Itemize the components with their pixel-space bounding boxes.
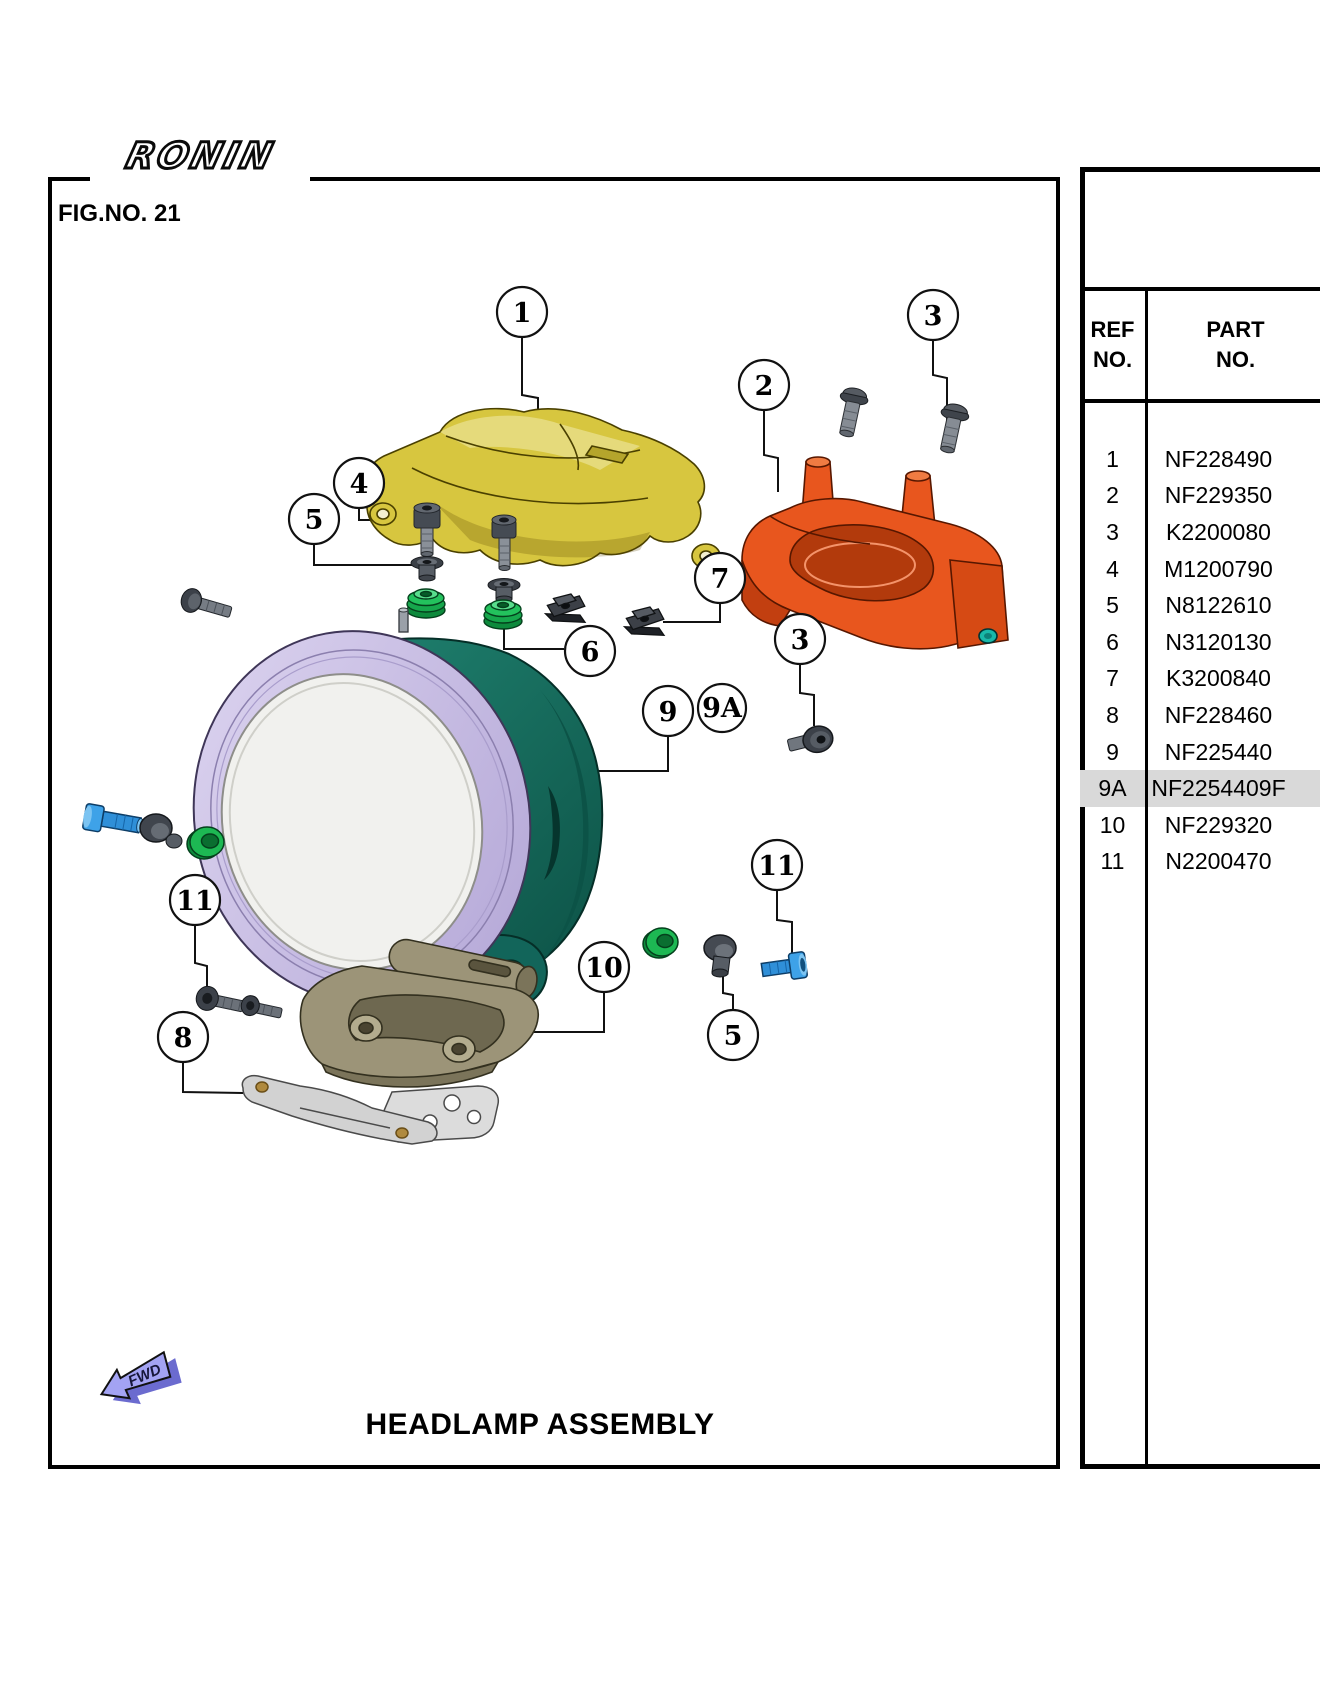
- svg-text:6: 6: [581, 637, 600, 668]
- leader-7: [663, 603, 721, 623]
- leader-3-upper: [932, 340, 948, 440]
- callout-10: 10: [577, 940, 631, 994]
- leader-9: [592, 736, 669, 772]
- part-8-base-plate: [241, 1074, 500, 1145]
- leader-6: [503, 625, 564, 650]
- leader-2: [763, 410, 779, 492]
- headlamp-lens: [220, 673, 484, 971]
- part-no-column-header: PART NO.: [1206, 317, 1265, 372]
- grommet-ring-right: [642, 927, 679, 959]
- part-3-button-screw: [787, 725, 834, 754]
- callout-3-mid: 3: [773, 612, 827, 666]
- part-2-clamp-bracket: [741, 456, 1009, 650]
- part-6-grommet-middle: [483, 599, 523, 630]
- assembly-title: HEADLAMP ASSEMBLY: [365, 1408, 715, 1441]
- svg-text:5: 5: [724, 1021, 743, 1052]
- svg-text:2: 2: [755, 371, 774, 402]
- callout-2: 2: [737, 358, 791, 412]
- leader-5-bottom: [722, 973, 734, 1010]
- svg-text:3: 3: [791, 625, 810, 656]
- part-4-socket-bolt-middle: [491, 514, 517, 571]
- part-5-flanged-collar: [410, 556, 444, 582]
- svg-text:10: 10: [585, 953, 623, 984]
- parts-table-top-cell: [1080, 167, 1320, 291]
- callouts: 1 2 3 4 5 6 7 3: [156, 285, 960, 1064]
- diagram-border-box: [48, 177, 1060, 1469]
- leader-5: [313, 544, 412, 566]
- part-11-blue-bolt-right: [760, 951, 808, 980]
- leader-11-left: [194, 925, 208, 990]
- leader-8: [182, 1063, 244, 1094]
- svg-text:5: 5: [305, 505, 324, 536]
- callout-5: 5: [287, 492, 341, 546]
- callout-11-left: 11: [168, 873, 222, 927]
- svg-text:9: 9: [659, 697, 678, 728]
- callout-9a: 9A: [696, 682, 748, 734]
- part-11-screw-b: [240, 995, 283, 1019]
- svg-text:11: 11: [758, 851, 796, 882]
- table-column-divider: [1145, 291, 1148, 1469]
- callout-6: 6: [563, 624, 617, 678]
- brand-logo-text: RONIN: [120, 134, 280, 178]
- part-3-flange-screw-a: [839, 387, 869, 438]
- brand-logo: RONIN: [90, 130, 310, 182]
- part-4-socket-bolt: [413, 502, 441, 557]
- callout-3-upper: 3: [906, 288, 960, 342]
- part-3-flange-screw-b: [940, 403, 970, 454]
- svg-text:1: 1: [513, 298, 532, 329]
- svg-text:8: 8: [174, 1023, 193, 1054]
- part-1-headlamp-top-cover: [362, 407, 721, 569]
- svg-text:9A: 9A: [702, 693, 743, 724]
- leader-3-mid: [799, 664, 815, 726]
- callout-9: 9: [641, 684, 695, 738]
- figure-number-label: FIG.NO. 21: [58, 200, 181, 227]
- leader-11-right: [776, 890, 793, 958]
- part-6-grommet: [406, 588, 446, 619]
- svg-text:11: 11: [176, 886, 214, 917]
- grommet-ring-left: [186, 826, 225, 860]
- svg-text:7: 7: [711, 564, 730, 595]
- callout-7: 7: [693, 551, 747, 605]
- part-5-flanged-collar-middle: [487, 578, 521, 603]
- part-7-spring-clip: [543, 593, 587, 624]
- part-10-mounting-bracket: [299, 938, 539, 1088]
- collar-left: [139, 813, 183, 849]
- parts-table: [1080, 167, 1320, 1469]
- callout-1: 1: [495, 285, 549, 339]
- ref-no-column-header: REF NO.: [1090, 317, 1135, 372]
- callout-11-right: 11: [750, 838, 804, 892]
- callout-5-bottom: 5: [706, 1008, 760, 1062]
- callout-8: 8: [156, 1010, 210, 1064]
- parts-table-header: REF NO. PART NO.: [1080, 291, 1320, 403]
- part-5-collar-bottom: [703, 934, 737, 978]
- part-11-screw-a: [195, 985, 245, 1013]
- part-7-spring-clip-b: [622, 606, 666, 637]
- callout-4: 4: [332, 456, 386, 510]
- leader-10: [530, 993, 605, 1033]
- svg-text:3: 3: [924, 301, 943, 332]
- svg-text:4: 4: [350, 469, 369, 500]
- part-11-blue-bolt-left: [82, 803, 144, 834]
- fwd-arrow: FWD: [99, 1350, 182, 1405]
- shoulder-screw-left: [180, 588, 233, 618]
